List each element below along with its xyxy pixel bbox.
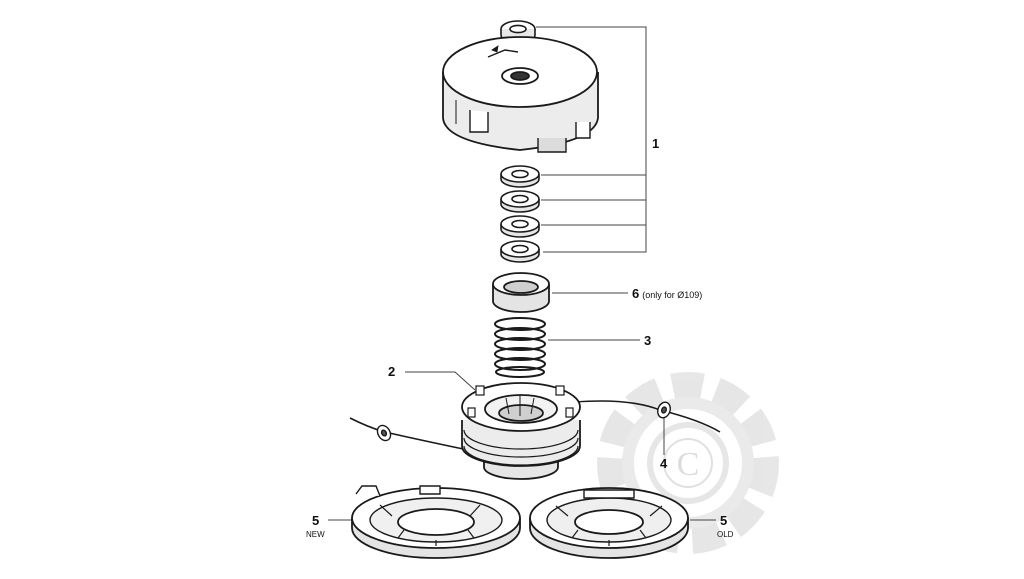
- washer-2: [500, 190, 540, 213]
- line-grommet-left: [376, 424, 392, 442]
- callout-5-old: 5: [720, 513, 728, 528]
- callout-3: 3: [644, 333, 652, 348]
- spring: [494, 317, 546, 378]
- callout-2: 2: [388, 364, 396, 379]
- base-plate-old: [529, 487, 689, 559]
- bushing: [492, 272, 550, 313]
- callout-6-number: 6: [632, 286, 640, 301]
- spool: [461, 382, 581, 480]
- label-new: NEW: [306, 530, 325, 539]
- line-grommet-right: [657, 401, 671, 419]
- washer-1: [500, 165, 540, 188]
- callout-6-note: (only for Ø109): [642, 290, 703, 300]
- base-plate-new: [351, 485, 521, 559]
- watermark-letter: C: [677, 446, 700, 483]
- label-old: OLD: [717, 530, 734, 539]
- washer-4: [500, 240, 540, 263]
- callout-4: 4: [660, 456, 668, 471]
- leader-lines: [328, 26, 716, 521]
- washer-3: [500, 215, 540, 238]
- washer-stack: [500, 165, 540, 263]
- cover-cap: [442, 36, 599, 153]
- callout-6: 6(only for Ø109): [632, 287, 702, 300]
- callout-5-new: 5: [312, 513, 320, 528]
- callout-1: 1: [652, 136, 660, 151]
